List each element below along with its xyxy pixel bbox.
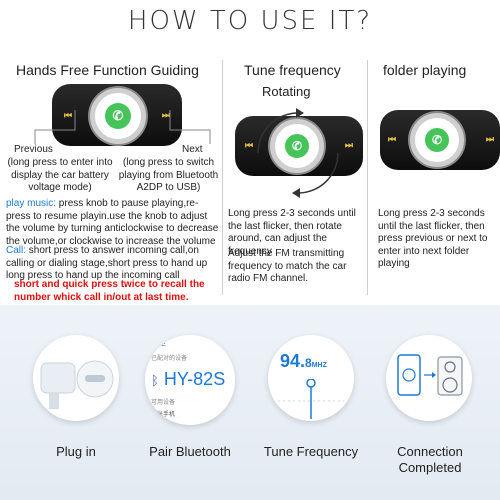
folder-description: Long press 2-3 seconds until the last fl… xyxy=(378,208,488,269)
phone-line-4: 红米手机 xyxy=(151,412,176,418)
page-title: HOW TO USE IT? xyxy=(127,6,373,36)
previous-icon: ⏮ xyxy=(388,134,397,144)
control-knob: ✆ xyxy=(90,88,146,144)
frequency-decimal: 8 xyxy=(305,356,312,370)
frequency-unit: MHZ xyxy=(311,362,327,369)
header-folder-playing: folder playing xyxy=(383,62,467,78)
previous-icon: ⏮ xyxy=(64,110,73,120)
frequency-main: 94. xyxy=(280,351,306,371)
control-knob: ✆ xyxy=(270,119,324,173)
connection-completed-illustration xyxy=(386,335,472,421)
next-label: Next xyxy=(182,144,203,155)
header-tune-frequency: Tune frequency xyxy=(244,62,341,78)
call-label: Call: xyxy=(6,245,27,256)
rotating-label: Rotating xyxy=(262,84,311,99)
play-music-label: play music: xyxy=(6,198,57,209)
previous-label: Previous xyxy=(14,144,53,155)
call-instructions: Call: short press to answer incoming cal… xyxy=(6,245,221,283)
phone-speaker-icon xyxy=(397,354,463,396)
tune-description-1: Long press 2-3 seconds until the last fl… xyxy=(228,208,356,257)
phone-line-2: 已配对的设备 xyxy=(151,356,188,362)
next-icon: ⏭ xyxy=(344,140,353,150)
rotate-arrows-icon xyxy=(257,108,339,198)
tune-description-2: Adjust the FM transmitting frequency to … xyxy=(228,248,347,284)
bluetooth-device-name: ᛒ HY-82S xyxy=(151,369,225,390)
pair-bluetooth-illustration: UNE 已配对的设备 ᛒ HY-82S 可用设备 红米手机 xyxy=(145,335,235,425)
tune-frequency-illustration: 94.8MHZ xyxy=(268,335,354,421)
device-name: HY-82S xyxy=(163,369,226,389)
phone-line-1: UNE xyxy=(151,341,166,348)
step-label-tune-frequency: Tune Frequency xyxy=(263,444,359,459)
previous-icon: ⏮ xyxy=(245,140,254,150)
step-label-connection-completed: Connection Completed xyxy=(397,444,463,475)
previous-description: (long press to enter into display the ca… xyxy=(7,157,113,193)
plug-in-illustration xyxy=(33,335,119,421)
step-label-plug-in: Plug in xyxy=(56,444,96,459)
pointer-lines xyxy=(34,110,211,144)
next-description: (long press to switch playing from Bluet… xyxy=(118,157,219,193)
next-icon: ⏭ xyxy=(485,134,494,144)
call-text: short press to answer incoming call,on c… xyxy=(6,245,208,281)
next-icon: ⏭ xyxy=(161,110,170,120)
divider xyxy=(367,60,368,295)
tuning-dial-icon xyxy=(278,379,344,419)
play-music-instructions: play music: press knob to pause playing,… xyxy=(6,198,221,248)
car-charger-icon xyxy=(40,360,114,409)
header-hands-free: Hands Free Function Guiding xyxy=(16,62,199,78)
phone-logo-icon: ✆ xyxy=(285,134,309,158)
frequency-display: 94.8MHZ xyxy=(280,351,327,372)
phone-logo-icon: ✆ xyxy=(425,128,449,152)
phone-line-3: 可用设备 xyxy=(151,400,176,406)
step-label-pair-bluetooth: Pair Bluetooth xyxy=(149,444,231,459)
phone-logo-icon: ✆ xyxy=(105,103,131,129)
bluetooth-icon: ᛒ xyxy=(151,373,159,388)
control-knob: ✆ xyxy=(410,113,464,167)
divider xyxy=(222,60,223,295)
play-music-text: press knob to pause playing,re-press to … xyxy=(6,198,219,247)
recall-text: short and quick press twice to recall th… xyxy=(14,279,205,303)
